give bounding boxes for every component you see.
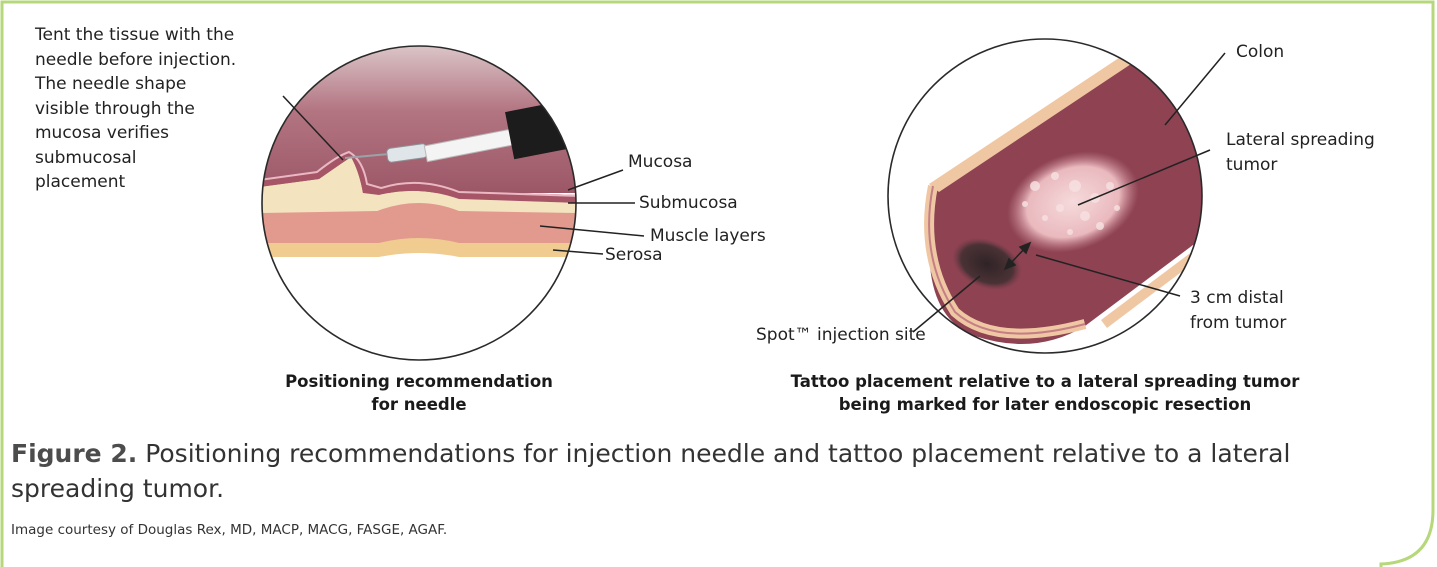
tent-note-line: The needle shape <box>35 72 236 97</box>
distance-label: 3 cm distal from tumor <box>1190 286 1286 335</box>
submucosa-label: Submucosa <box>639 191 738 216</box>
tent-note: Tent the tissue with the needle before i… <box>35 23 236 195</box>
left-caption-line: for needle <box>230 393 608 416</box>
spot-injection-label: Spot™ injection site <box>756 323 926 348</box>
figure-text: Positioning recommendations for injectio… <box>11 439 1290 503</box>
colon-tattoo-diagram <box>885 36 1205 356</box>
tumor-label: Lateral spreading tumor <box>1226 128 1375 177</box>
tent-note-line: mucosa verifies <box>35 121 236 146</box>
left-caption-line: Positioning recommendation <box>230 370 608 393</box>
figure-number: Figure 2. <box>11 439 137 468</box>
figure-caption: Figure 2. Positioning recommendations fo… <box>11 436 1411 506</box>
muscle-layers-label: Muscle layers <box>650 224 766 249</box>
left-caption: Positioning recommendation for needle <box>230 370 608 416</box>
tent-note-line: needle before injection. <box>35 48 236 73</box>
distance-label-line: 3 cm distal <box>1190 286 1286 311</box>
tent-note-line: visible through the <box>35 97 236 122</box>
colon-label: Colon <box>1236 40 1284 65</box>
right-caption: Tattoo placement relative to a lateral s… <box>745 370 1345 416</box>
tumor-label-line: tumor <box>1226 153 1375 178</box>
right-caption-line: Tattoo placement relative to a lateral s… <box>745 370 1345 393</box>
serosa-label: Serosa <box>605 243 663 268</box>
tumor-label-line: Lateral spreading <box>1226 128 1375 153</box>
mucosa-label: Mucosa <box>628 150 692 175</box>
image-credit: Image courtesy of Douglas Rex, MD, MACP,… <box>11 522 447 538</box>
tent-note-line: placement <box>35 170 236 195</box>
tent-note-line: Tent the tissue with the <box>35 23 236 48</box>
needle-positioning-diagram <box>259 43 579 363</box>
right-caption-line: being marked for later endoscopic resect… <box>745 393 1345 416</box>
distance-label-line: from tumor <box>1190 311 1286 336</box>
tent-note-line: submucosal <box>35 146 236 171</box>
